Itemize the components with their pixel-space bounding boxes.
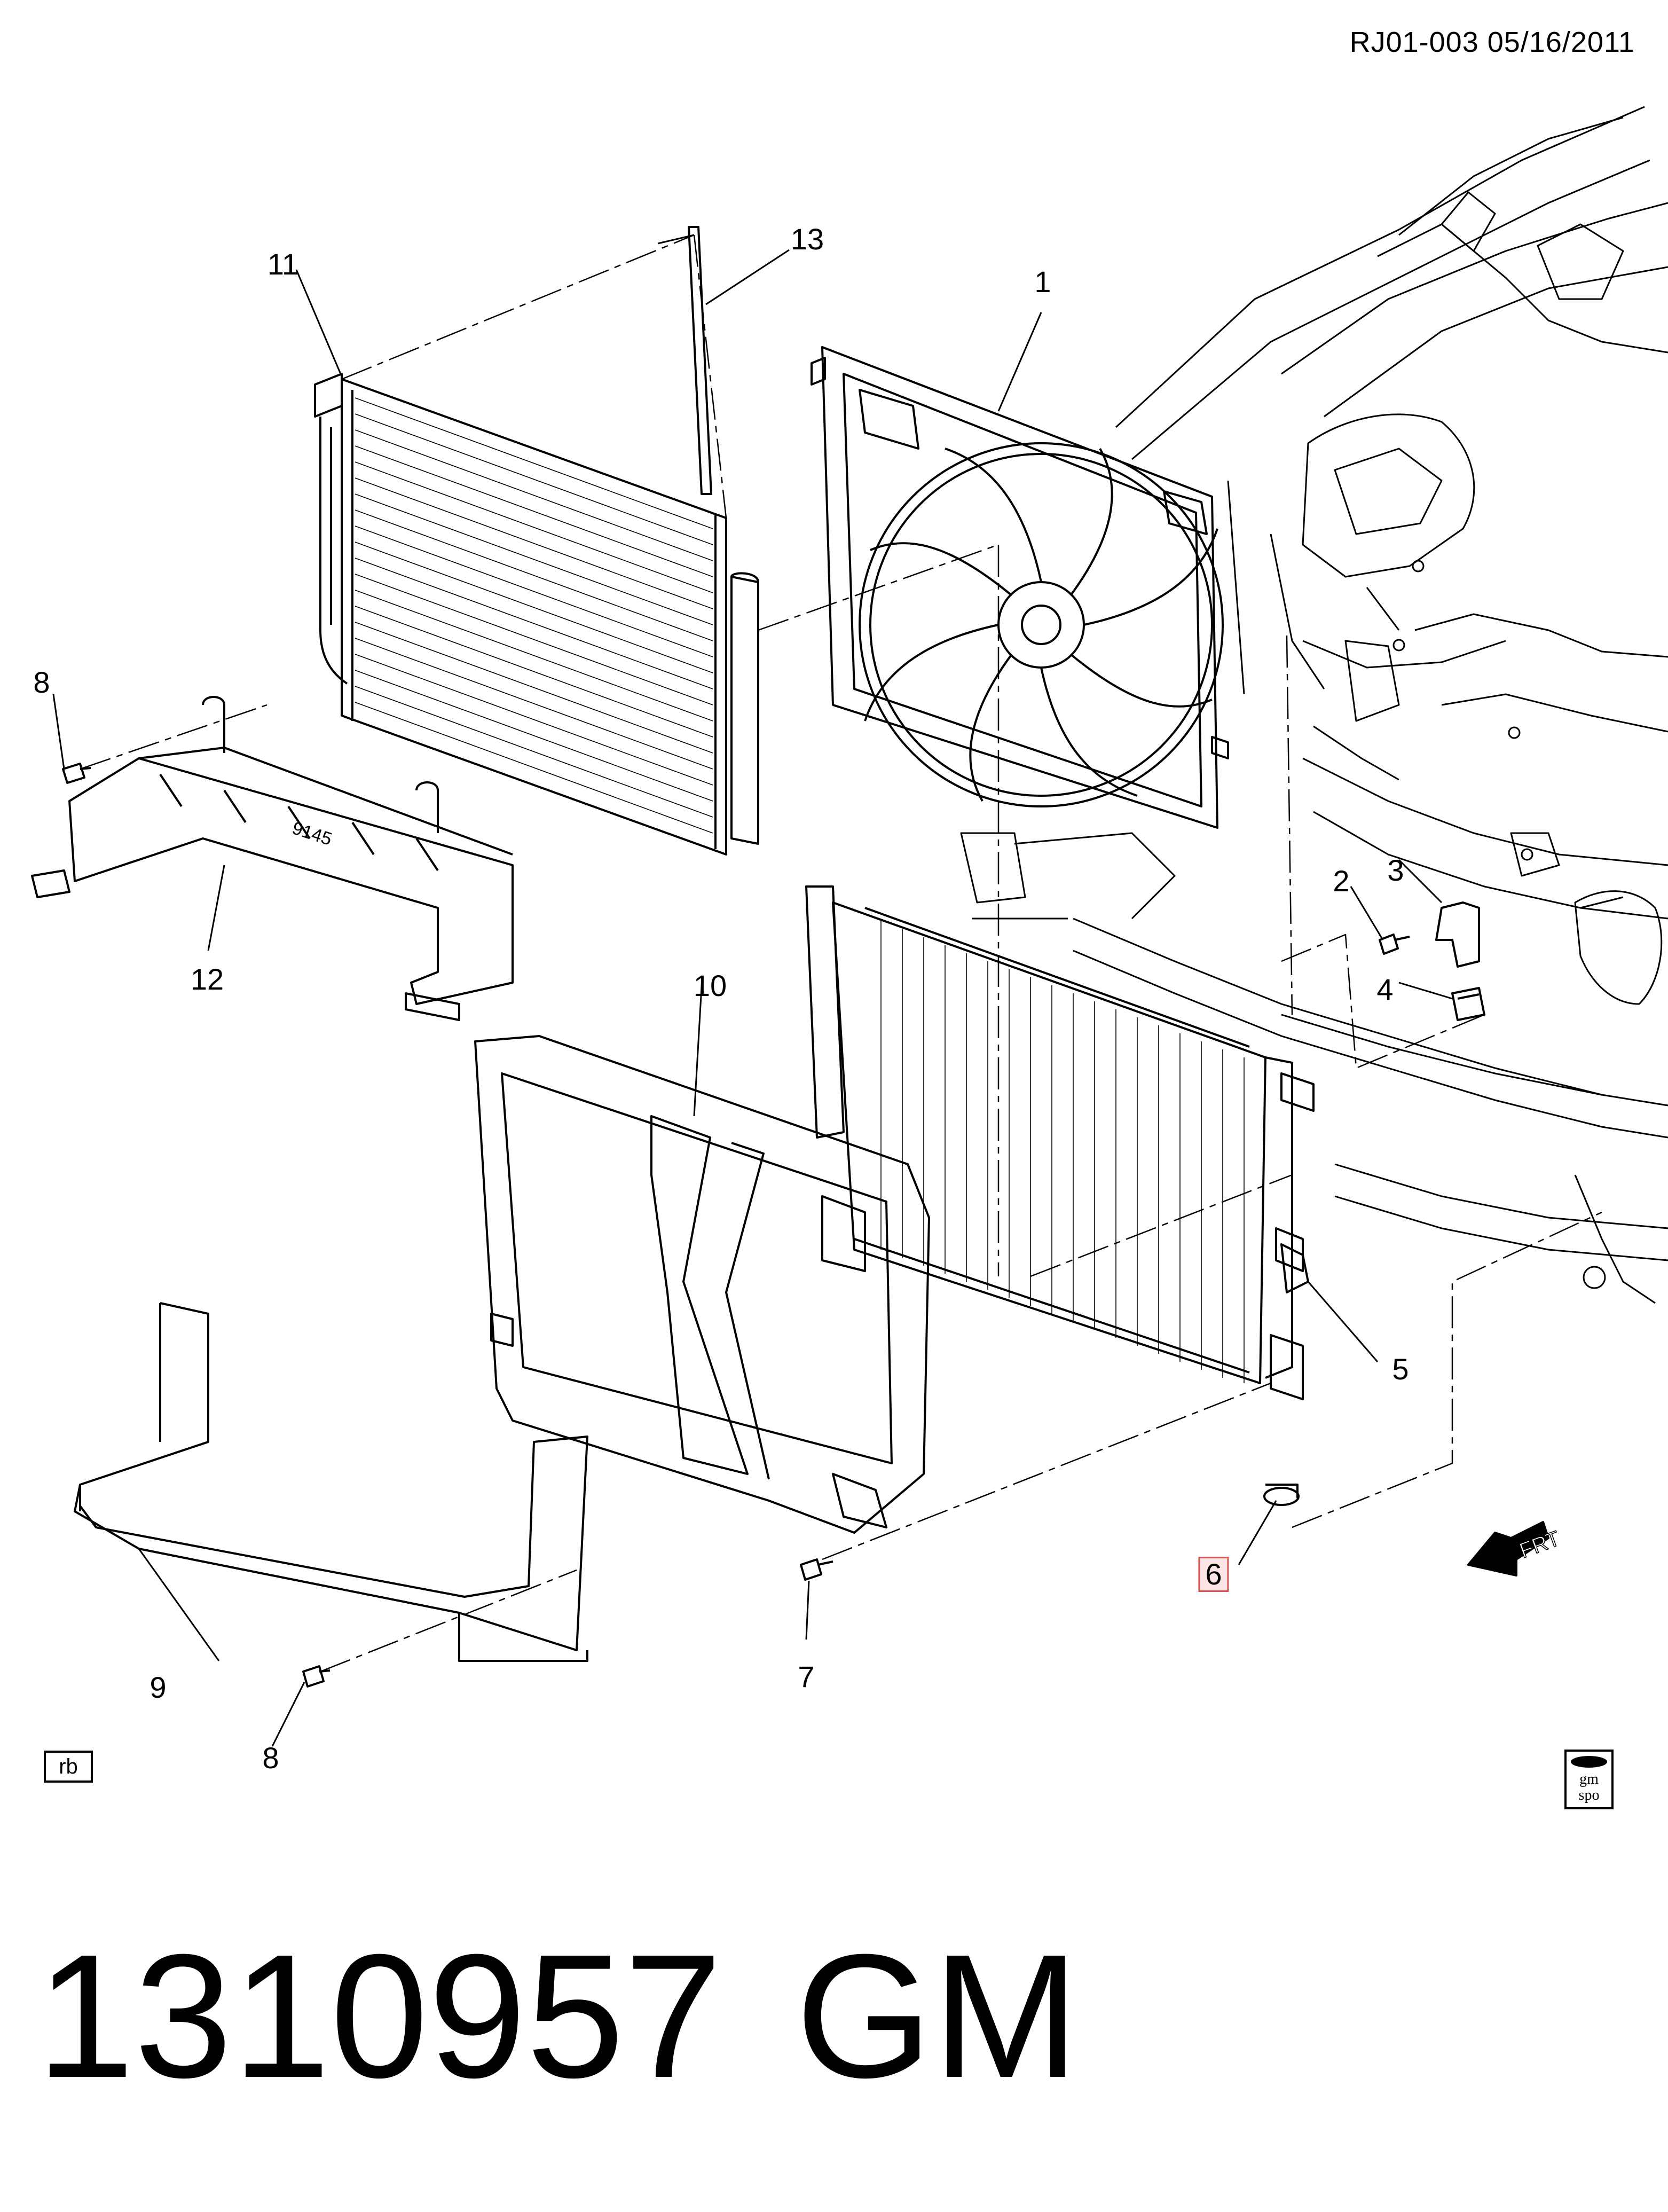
radiator xyxy=(805,885,1315,1400)
callout-6[interactable]: 6 xyxy=(1198,1557,1229,1592)
logo-line-1: gm xyxy=(1579,1771,1599,1787)
centre-lines xyxy=(80,234,1602,1673)
callout-4: 4 xyxy=(1376,972,1394,1006)
insulator-4 xyxy=(1451,987,1485,1021)
bracket-3 xyxy=(1435,901,1480,968)
rb-tag: rb xyxy=(44,1751,93,1783)
callout-9: 9 xyxy=(150,1670,167,1704)
seal-strip xyxy=(688,226,712,495)
radiator-fins xyxy=(880,921,1245,1383)
callout-12: 12 xyxy=(190,962,224,996)
gm-spo-logo-icon: gm spo xyxy=(1564,1750,1614,1809)
fan-assembly xyxy=(811,346,1229,829)
part-number: 1310957 xyxy=(36,1917,722,2114)
fasteners xyxy=(62,763,1485,1688)
bolt-2 xyxy=(1379,934,1410,955)
callout-5: 5 xyxy=(1392,1352,1409,1386)
lower-air-deflector xyxy=(74,1302,588,1662)
callout-2: 2 xyxy=(1333,864,1350,898)
diagram-code-date: RJ01-003 05/16/2011 xyxy=(1349,26,1635,58)
condenser xyxy=(314,373,759,856)
logo-line-2: spo xyxy=(1578,1787,1600,1803)
callout-8-lower: 8 xyxy=(262,1741,279,1775)
callout-11: 11 xyxy=(267,247,299,281)
part-stamp: 9145 xyxy=(290,818,335,850)
vehicle-front-structure xyxy=(960,106,1668,1304)
radiator-support-frame xyxy=(474,1035,930,1534)
callout-3: 3 xyxy=(1387,853,1404,887)
leader-lines xyxy=(52,234,1453,1747)
callout-7: 7 xyxy=(798,1660,815,1693)
upper-air-deflector xyxy=(31,696,514,1021)
condenser-fins xyxy=(355,397,713,834)
insulator-6 xyxy=(1263,1484,1300,1506)
frt-direction-arrow: FRT xyxy=(1467,1521,1563,1576)
callout-10: 10 xyxy=(693,969,727,1002)
manufacturer: GM xyxy=(796,1917,1080,2114)
callout-1: 1 xyxy=(1034,265,1051,299)
bolt-7 xyxy=(800,1558,833,1581)
callout-8-upper: 8 xyxy=(33,665,50,699)
callout-13: 13 xyxy=(790,222,824,256)
